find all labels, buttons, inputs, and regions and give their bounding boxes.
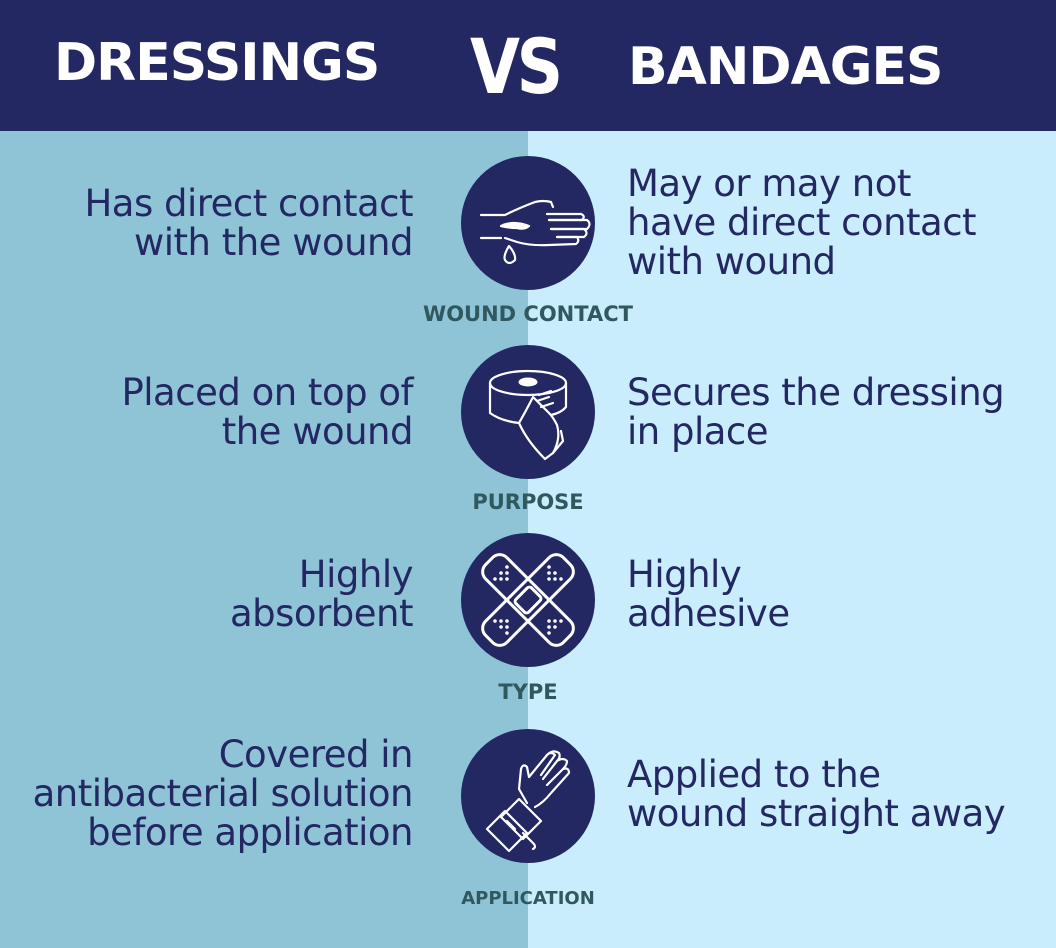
category-type: TYPE (498, 680, 558, 704)
bandage-roll-icon (461, 345, 595, 479)
header-banner: DRESSINGS VS BANDAGES (0, 0, 1056, 131)
bandages-panel (528, 131, 1056, 948)
category-wound-contact: WOUND CONTACT (423, 302, 633, 326)
dressings-type-text: Highly absorbent (230, 553, 414, 635)
vs-label: VS (470, 22, 563, 111)
bandaged-hand-icon (461, 729, 595, 863)
dressings-wound-contact-text: Has direct contact with the wound (84, 182, 413, 264)
bandages-application-text: Applied to the wound straight away (627, 753, 1006, 835)
bandages-title: BANDAGES (628, 37, 943, 97)
crossed-plasters-icon (461, 533, 595, 667)
bandages-purpose-text: Secures the dressing in place (627, 371, 1005, 453)
dressings-application-text: Covered in antibacterial solution before… (32, 733, 414, 854)
dressings-title: DRESSINGS (54, 33, 380, 93)
dressings-purpose-text: Placed on top of the wound (121, 371, 413, 453)
bandages-type-text: Highly adhesive (627, 553, 790, 635)
category-purpose: PURPOSE (472, 490, 584, 514)
bandages-wound-contact-text: May or may not have direct contact with … (627, 162, 977, 283)
hand-wound-icon (461, 156, 595, 290)
dressings-panel (0, 131, 528, 948)
category-application: APPLICATION (461, 888, 595, 909)
